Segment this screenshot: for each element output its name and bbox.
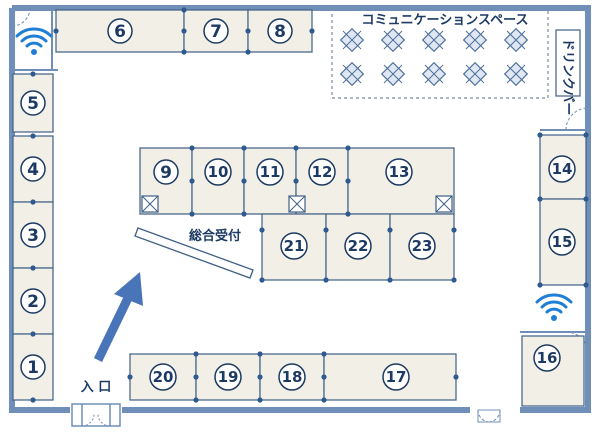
- svg-text:3: 3: [27, 226, 39, 246]
- svg-text:19: 19: [218, 368, 239, 386]
- booth-10[interactable]: 10: [204, 158, 232, 186]
- booth-14[interactable]: 14: [548, 155, 576, 183]
- svg-text:10: 10: [208, 163, 229, 181]
- inner-walls: [12, 8, 588, 333]
- svg-text:9: 9: [160, 163, 172, 183]
- booth-5[interactable]: 5: [20, 90, 46, 116]
- svg-text:12: 12: [312, 163, 333, 181]
- booth-4[interactable]: 4: [20, 156, 46, 182]
- svg-text:8: 8: [274, 22, 286, 42]
- wifi-icon: [15, 27, 53, 55]
- entrance-label: 入 口: [81, 380, 112, 395]
- booth-12[interactable]: 12: [308, 158, 336, 186]
- svg-text:17: 17: [386, 368, 407, 386]
- svg-text:6: 6: [114, 22, 126, 42]
- svg-text:13: 13: [389, 163, 410, 181]
- booth-16[interactable]: 16: [533, 344, 561, 372]
- door-icon[interactable]: [11, 7, 31, 28]
- svg-text:2: 2: [27, 292, 39, 312]
- community-space-label: コミュニケーションスペース: [362, 13, 529, 28]
- svg-text:21: 21: [284, 237, 305, 255]
- arrow-up-icon: [93, 272, 143, 362]
- svg-text:15: 15: [552, 233, 573, 251]
- booth-23[interactable]: 23: [408, 232, 436, 260]
- drink-bar: ドリンクバー: [555, 29, 581, 115]
- booth-11[interactable]: 11: [256, 158, 284, 186]
- booth-22[interactable]: 22: [344, 232, 372, 260]
- reception-desk: 総合受付: [134, 227, 254, 279]
- svg-text:5: 5: [27, 94, 39, 114]
- booth-20[interactable]: 20: [149, 363, 177, 391]
- svg-text:14: 14: [552, 160, 573, 178]
- booth-2[interactable]: 2: [20, 288, 46, 314]
- booth-6[interactable]: 6: [107, 18, 133, 44]
- booth-15[interactable]: 15: [548, 228, 576, 256]
- svg-text:総合受付: 総合受付: [189, 228, 241, 244]
- booth-19[interactable]: 19: [214, 363, 242, 391]
- door-icon[interactable]: [477, 409, 501, 423]
- community-space-boundary: [331, 8, 549, 99]
- booths: [12, 9, 587, 407]
- door-icon[interactable]: [565, 107, 589, 131]
- svg-text:7: 7: [210, 22, 222, 42]
- svg-text:22: 22: [348, 237, 369, 255]
- svg-text:20: 20: [153, 368, 174, 386]
- outer-walls: [9, 5, 591, 413]
- entrance-door[interactable]: [71, 403, 121, 427]
- svg-text:4: 4: [27, 160, 39, 180]
- table-icon: [340, 28, 528, 86]
- svg-text:ドリンクバー: ドリンクバー: [560, 38, 575, 115]
- svg-text:23: 23: [412, 237, 433, 255]
- booth-21[interactable]: 21: [280, 232, 308, 260]
- booth-17[interactable]: 17: [382, 363, 410, 391]
- svg-text:11: 11: [260, 163, 281, 181]
- svg-text:18: 18: [282, 368, 303, 386]
- booth-labels: 1 2 3 4 5 6 7 8: [20, 18, 576, 391]
- wifi-icon: [535, 293, 573, 321]
- booth-1[interactable]: 1: [20, 354, 46, 380]
- booth-8[interactable]: 8: [267, 18, 293, 44]
- booth-9[interactable]: 9: [153, 159, 179, 185]
- booth-7[interactable]: 7: [203, 18, 229, 44]
- booth-18[interactable]: 18: [278, 363, 306, 391]
- booth-13[interactable]: 13: [385, 158, 413, 186]
- svg-text:1: 1: [27, 358, 39, 378]
- svg-text:16: 16: [537, 349, 558, 367]
- booth-3[interactable]: 3: [20, 222, 46, 248]
